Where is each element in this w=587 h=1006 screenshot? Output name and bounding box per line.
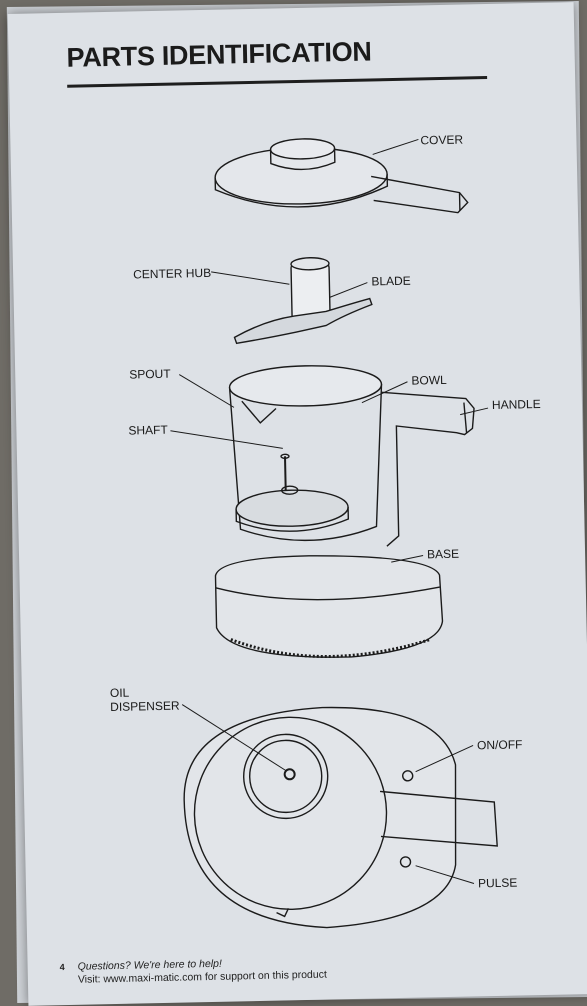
footer: 4 Questions? We're here to help! Visit: … — [60, 956, 327, 987]
label-center-hub: CENTER HUB — [133, 265, 212, 282]
top-view-drawing — [183, 706, 498, 929]
blade-drawing — [233, 257, 373, 345]
label-cover: COVER — [420, 132, 464, 148]
label-blade: BLADE — [371, 273, 411, 289]
manual-page: PARTS IDENTIFICATION — [7, 2, 587, 1006]
label-bowl: BOWL — [411, 372, 447, 388]
label-pulse: PULSE — [477, 875, 518, 891]
label-handle: HANDLE — [491, 396, 541, 412]
label-shaft: SHAFT — [128, 422, 168, 438]
label-spout: SPOUT — [129, 366, 171, 382]
base-drawing — [214, 555, 444, 658]
label-on-off: ON/OFF — [476, 737, 523, 753]
parts-diagram — [170, 138, 498, 929]
bowl-drawing — [228, 365, 475, 547]
cover-drawing — [214, 138, 469, 214]
page-number: 4 — [59, 962, 65, 973]
label-oil-dispenser: OIL DISPENSER — [109, 685, 180, 715]
label-base: BASE — [426, 546, 460, 562]
leader-lines — [170, 138, 489, 884]
